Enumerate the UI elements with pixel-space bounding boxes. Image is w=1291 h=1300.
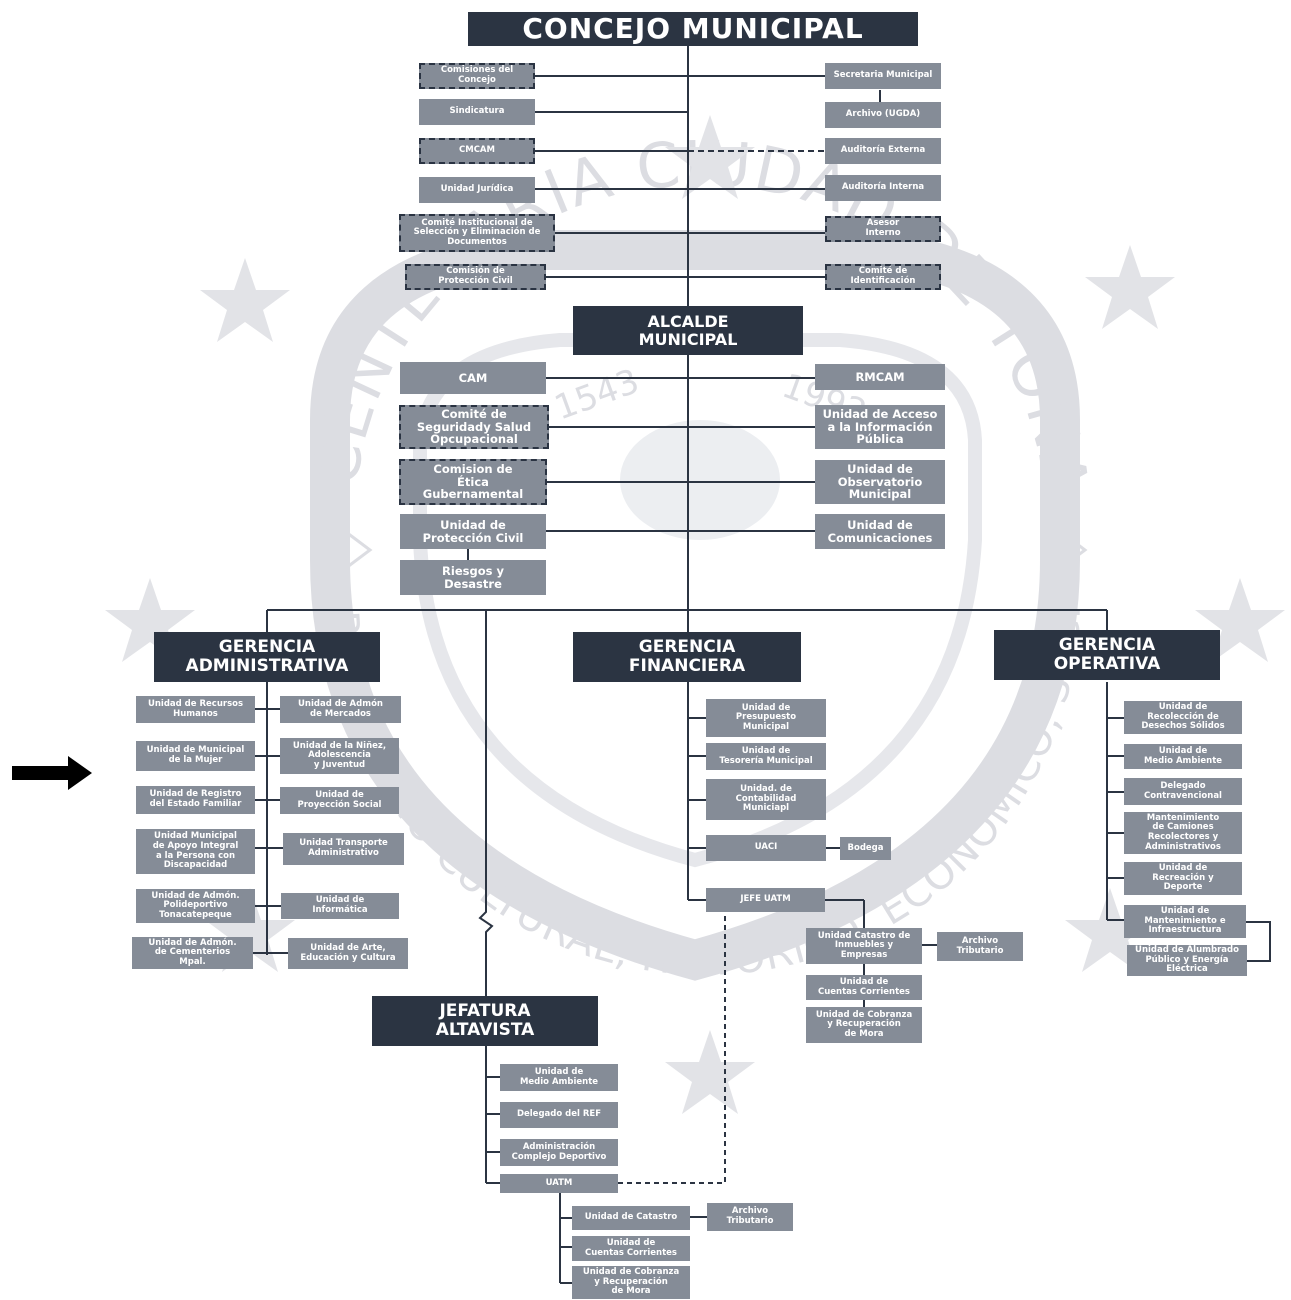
diamond-icon: [1042, 533, 1088, 567]
delegado-ref-box: Delegado del REF: [500, 1102, 618, 1128]
unidad-recoleccion-desechos-box: Unidad de Recolección de Desechos Sólido…: [1124, 701, 1242, 734]
unidad-registro-familiar-box: Unidad de Registro del Estado Familiar: [136, 786, 255, 814]
unidad-juridica-box: Unidad Jurídica: [419, 177, 535, 203]
unidad-presupuesto-box: Unidad de Presupuesto Municipal: [706, 699, 826, 737]
unidad-medio-ambiente-op-box: Unidad de Medio Ambiente: [1124, 744, 1242, 769]
unidad-apoyo-discapacidad-box: Unidad Municipal de Apoyo Integral a la …: [136, 829, 255, 874]
cam-box: CAM: [400, 362, 546, 394]
rmcam-box: RMCAM: [815, 364, 945, 390]
unidad-recursos-humanos-box: Unidad de Recursos Humanos: [136, 696, 255, 723]
unidad-recreacion-deporte-box: Unidad de Recreación y Deporte: [1124, 862, 1242, 895]
uaci-box: UACI: [706, 835, 826, 861]
gerencia-financiera-box: GERENCIA FINANCIERA: [573, 632, 801, 682]
unidad-informatica-box: Unidad de Informática: [281, 893, 399, 919]
asesor-interno-box: Asesor Interno: [825, 216, 941, 242]
comite-seleccion-documentos-box: Comité Institucional de Selección y Elim…: [399, 214, 555, 252]
unidad-contabilidad-box: Unidad. de Contabilidad Municiapl: [706, 779, 826, 820]
altavista-medio-ambiente-box: Unidad de Medio Ambiente: [500, 1064, 618, 1091]
star-icon: [1065, 888, 1155, 972]
diamond-icon: [327, 533, 373, 567]
unidad-acceso-informacion-box: Unidad de Acceso a la Información Públic…: [815, 405, 945, 449]
altavista-cuentas-corrientes-box: Unidad de Cuentas Corrientes: [572, 1236, 690, 1261]
star-icon: [105, 578, 195, 662]
comision-etica-box: Comision de Ética Gubernamental: [399, 459, 547, 505]
comision-proteccion-civil-box: Comisión de Protección Civil: [405, 264, 546, 290]
unidad-polideportivo-box: Unidad de Admón. Polideportivo Tonacatep…: [136, 889, 255, 923]
archivo-ugda-box: Archivo (UGDA): [825, 102, 941, 128]
unidad-cuentas-corrientes-box: Unidad de Cuentas Corrientes: [806, 975, 922, 1000]
jefatura-altavista-box: JEFATURA ALTAVISTA: [372, 996, 598, 1046]
star-icon: [1195, 578, 1285, 662]
star-icon: [205, 888, 295, 972]
unidad-proyeccion-social-box: Unidad de Proyección Social: [280, 787, 399, 814]
unidad-cementerios-box: Unidad de Admón. de Cementerios Mpal.: [132, 937, 253, 969]
archivo-tributario-box: Archivo Tributario: [937, 932, 1023, 961]
unidad-mujer-box: Unidad de Municipal de la Mujer: [136, 741, 255, 771]
altavista-cobranza-mora-box: Unidad de Cobranza y Recuperación de Mor…: [572, 1266, 690, 1299]
comite-seguridad-salud-box: Comité de Seguridady Salud Opcupacional: [399, 405, 549, 449]
administracion-complejo-deportivo-box: Administración Complejo Deportivo: [500, 1139, 618, 1166]
delegado-contravencional-box: Delegado Contravencional: [1124, 778, 1242, 805]
unidad-mercados-box: Unidad de Admón de Mercados: [280, 696, 401, 723]
gerencia-administrativa-box: GERENCIA ADMINISTRATIVA: [154, 632, 380, 682]
altavista-unidad-catastro-box: Unidad de Catastro: [572, 1206, 690, 1230]
altavista-uatm-box: UATM: [500, 1174, 618, 1193]
unidad-cobranza-mora-box: Unidad de Cobranza y Recuperación de Mor…: [806, 1007, 922, 1043]
auditoria-externa-box: Auditoría Externa: [825, 138, 941, 164]
unidad-arte-cultura-box: Unidad de Arte, Educación y Cultura: [288, 938, 408, 969]
comite-identificacion-box: Comité de Identificación: [825, 264, 941, 290]
jefe-uatm-box: JEFE UATM: [706, 888, 825, 912]
unidad-tesoreria-box: Unidad de Tesorería Municipal: [706, 743, 826, 770]
auditoria-interna-box: Auditoría Interna: [825, 175, 941, 201]
riesgos-desastre-box: Riesgos y Desastre: [400, 560, 546, 595]
alcalde-municipal-box: ALCALDE MUNICIPAL: [573, 306, 803, 355]
cmcam-box: CMCAM: [419, 138, 535, 164]
bodega-box: Bodega: [840, 837, 891, 860]
unidad-comunicaciones-box: Unidad de Comunicaciones: [815, 514, 945, 549]
altavista-archivo-tributario-box: Archivo Tributario: [707, 1203, 793, 1231]
star-icon: [1085, 245, 1175, 329]
sindicatura-box: Sindicatura: [419, 99, 535, 125]
unidad-proteccion-civil-box: Unidad de Protección Civil: [400, 514, 546, 549]
secretaria-municipal-box: Secretaria Municipal: [825, 63, 941, 89]
unidad-transporte-box: Unidad Transporte Administrativo: [283, 833, 404, 865]
comisiones-concejo-box: Comisiones del Concejo: [419, 63, 535, 89]
gerencia-operativa-box: GERENCIA OPERATIVA: [994, 630, 1220, 680]
unidad-observatorio-box: Unidad de Observatorio Municipal: [815, 460, 945, 504]
mantenimiento-camiones-box: Mantenimiento de Camiones Recolectores y…: [1124, 812, 1242, 854]
star-icon: [665, 1030, 755, 1114]
unidad-alumbrado-publico-box: Unidad de Alumbrado Público y Energía El…: [1127, 945, 1247, 976]
star-icon: [200, 258, 290, 342]
star-icon: [665, 115, 755, 199]
concejo-municipal-box: CONCEJO MUNICIPAL: [468, 12, 918, 46]
unidad-catastro-inmuebles-box: Unidad Catastro de Inmuebles y Empresas: [806, 928, 922, 964]
arrow-right-icon: [12, 756, 92, 790]
unidad-mantenimiento-infraestructura-box: Unidad de Mantenimiento e Infraestructur…: [1124, 905, 1246, 938]
unidad-ninez-juventud-box: Unidad de la Niñez, Adolescencia y Juven…: [280, 738, 399, 774]
